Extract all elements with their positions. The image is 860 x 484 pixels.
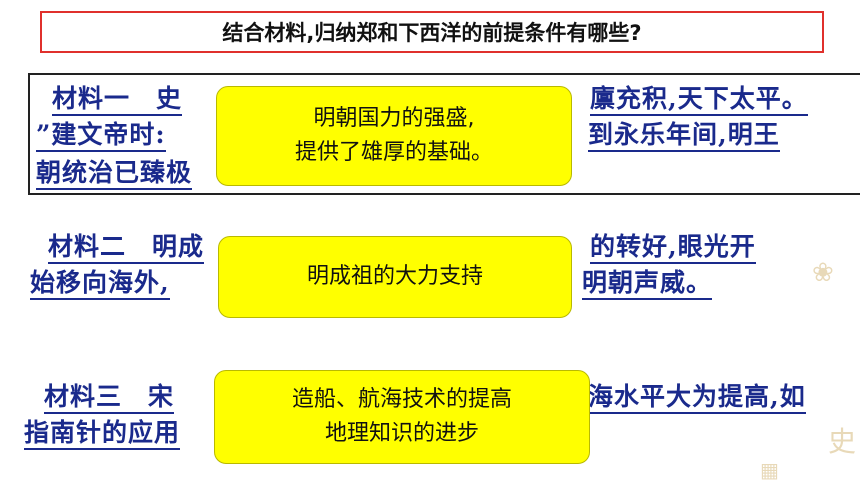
callout-one-line2: 提供了雄厚的基础。 bbox=[294, 140, 493, 165]
material-one-line1-start: 材料一 史 bbox=[52, 80, 183, 118]
decoration-seal: ❀ bbox=[812, 258, 834, 288]
material-one-box bbox=[28, 73, 860, 195]
material-one-line2-end: 到永乐年间,明王 bbox=[588, 116, 780, 154]
decoration-glyph: 史 bbox=[828, 425, 857, 458]
callout-three-line1: 造船、航海技术的提高 bbox=[291, 387, 512, 412]
decoration-mark: ▦ bbox=[760, 458, 779, 482]
question-title: 结合材料,归纳郑和下西洋的前提条件有哪些? bbox=[40, 11, 824, 53]
callout-navigation-technology: 造船、航海技术的提高 地理知识的进步 bbox=[214, 370, 590, 464]
material-two-line2-end: 明朝声威。 bbox=[582, 264, 713, 302]
callout-two-line1: 明成祖的大力支持 bbox=[306, 264, 483, 289]
material-two-line1-end: 的转好,眼光开 bbox=[590, 228, 756, 266]
material-one-line2-start: ”建文帝时: bbox=[36, 116, 166, 154]
callout-national-strength: 明朝国力的强盛, 提供了雄厚的基础。 bbox=[216, 86, 572, 186]
callout-one-line1: 明朝国力的强盛, bbox=[313, 106, 475, 131]
material-three-line1-start: 材料三 宋 bbox=[44, 378, 175, 416]
material-three-line2-start: 指南针的应用 bbox=[24, 414, 181, 452]
callout-three-line2: 地理知识的进步 bbox=[324, 421, 479, 446]
material-three-line1-end: 海水平大为提高,如 bbox=[588, 378, 806, 416]
material-two-line2-start: 始移向海外, bbox=[30, 264, 170, 302]
callout-emperor-support: 明成祖的大力支持 bbox=[218, 236, 572, 318]
material-one-line3: 朝统治已臻极 bbox=[36, 154, 193, 192]
material-two-line1-start: 材料二 明成 bbox=[48, 228, 205, 266]
material-one-line1-end: 廪充积,天下太平。 bbox=[590, 80, 808, 118]
